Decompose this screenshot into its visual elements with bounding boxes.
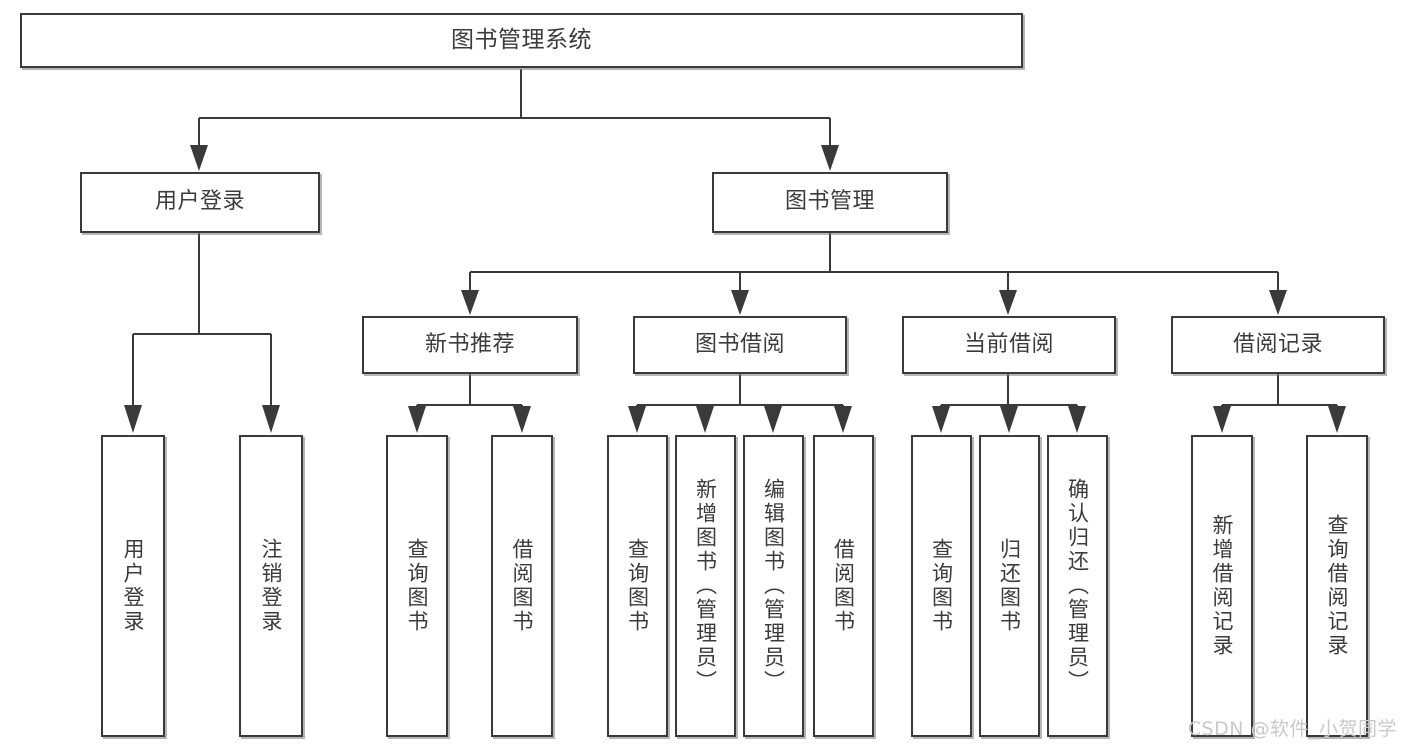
arrowhead-cb-leaf-2 — [1000, 406, 1018, 433]
node-current-borrow[interactable]: 当前借阅 — [902, 316, 1116, 374]
arrowhead-cb-leaf-1 — [932, 406, 950, 433]
arrowhead-user-login — [190, 145, 208, 171]
node-leaf-query-book-1[interactable]: 查询图书 — [386, 435, 448, 737]
node-leaf-borrow-book-2[interactable]: 借阅图书 — [813, 435, 874, 737]
arrowhead-leaf-logout-login — [262, 405, 280, 433]
arrowhead-bb-leaf-1 — [628, 406, 646, 433]
arrowhead-leaf-user-login — [124, 405, 142, 433]
node-book-borrow[interactable]: 图书借阅 — [633, 316, 847, 374]
node-label: 查询图书 — [929, 538, 954, 634]
node-label: 用户登录 — [154, 189, 245, 215]
arrowhead-bb-leaf-2 — [696, 406, 714, 433]
node-leaf-user-login[interactable]: 用户登录 — [101, 435, 165, 737]
node-label: 用户登录 — [121, 538, 146, 634]
node-label: 确认归还（管理员） — [1065, 478, 1090, 694]
node-label: 新增图书（管理员） — [693, 478, 718, 694]
node-leaf-add-borrow-record[interactable]: 新增借阅记录 — [1191, 435, 1253, 737]
arrowhead-borrow-record — [1269, 290, 1287, 315]
arrowhead-current-borrow — [999, 290, 1017, 315]
node-leaf-borrow-book-1[interactable]: 借阅图书 — [491, 435, 553, 737]
node-label: 图书管理系统 — [451, 26, 592, 53]
node-new-book-recommend[interactable]: 新书推荐 — [362, 316, 578, 374]
node-label: 编辑图书（管理员） — [761, 478, 786, 694]
node-leaf-return-book[interactable]: 归还图书 — [979, 435, 1040, 737]
arrowhead-cb-leaf-3 — [1068, 406, 1086, 433]
node-leaf-confirm-return-admin[interactable]: 确认归还（管理员） — [1047, 435, 1108, 737]
arrowhead-new-book-recommend — [461, 290, 479, 315]
node-book-management[interactable]: 图书管理 — [712, 172, 948, 233]
node-root-system[interactable]: 图书管理系统 — [20, 13, 1023, 68]
node-label: 借阅记录 — [1232, 331, 1323, 357]
node-label: 注销登录 — [259, 538, 284, 634]
arrowhead-nb-leaf-1 — [408, 406, 426, 433]
node-leaf-add-book-admin[interactable]: 新增图书（管理员） — [675, 435, 736, 737]
node-label: 图书借阅 — [694, 331, 785, 357]
node-leaf-logout-login[interactable]: 注销登录 — [239, 435, 303, 737]
node-label: 查询图书 — [625, 538, 650, 634]
node-borrow-record[interactable]: 借阅记录 — [1171, 316, 1385, 374]
arrowhead-br-leaf-1 — [1213, 406, 1231, 433]
node-label: 新增借阅记录 — [1210, 514, 1235, 658]
csdn-watermark: CSDN @软件_小贺同学 — [1187, 718, 1397, 740]
node-label: 归还图书 — [997, 538, 1022, 634]
arrowhead-bb-leaf-3 — [764, 406, 782, 433]
arrowhead-nb-leaf-2 — [513, 406, 531, 433]
node-label: 查询图书 — [405, 538, 430, 634]
node-label: 借阅图书 — [510, 538, 535, 634]
node-label: 当前借阅 — [963, 331, 1054, 357]
node-label: 新书推荐 — [424, 331, 515, 357]
arrowhead-book-borrow — [731, 290, 749, 315]
arrowhead-br-leaf-2 — [1328, 406, 1346, 433]
node-label: 查询借阅记录 — [1325, 514, 1350, 658]
node-label: 图书管理 — [784, 189, 875, 215]
arrowhead-bb-leaf-4 — [834, 406, 852, 433]
node-leaf-query-book-3[interactable]: 查询图书 — [911, 435, 972, 737]
arrowhead-book-management — [821, 145, 839, 171]
node-leaf-query-book-2[interactable]: 查询图书 — [607, 435, 668, 737]
node-leaf-edit-book-admin[interactable]: 编辑图书（管理员） — [743, 435, 804, 737]
node-leaf-query-borrow-record[interactable]: 查询借阅记录 — [1306, 435, 1368, 737]
node-user-login[interactable]: 用户登录 — [80, 172, 320, 233]
node-label: 借阅图书 — [831, 538, 856, 634]
